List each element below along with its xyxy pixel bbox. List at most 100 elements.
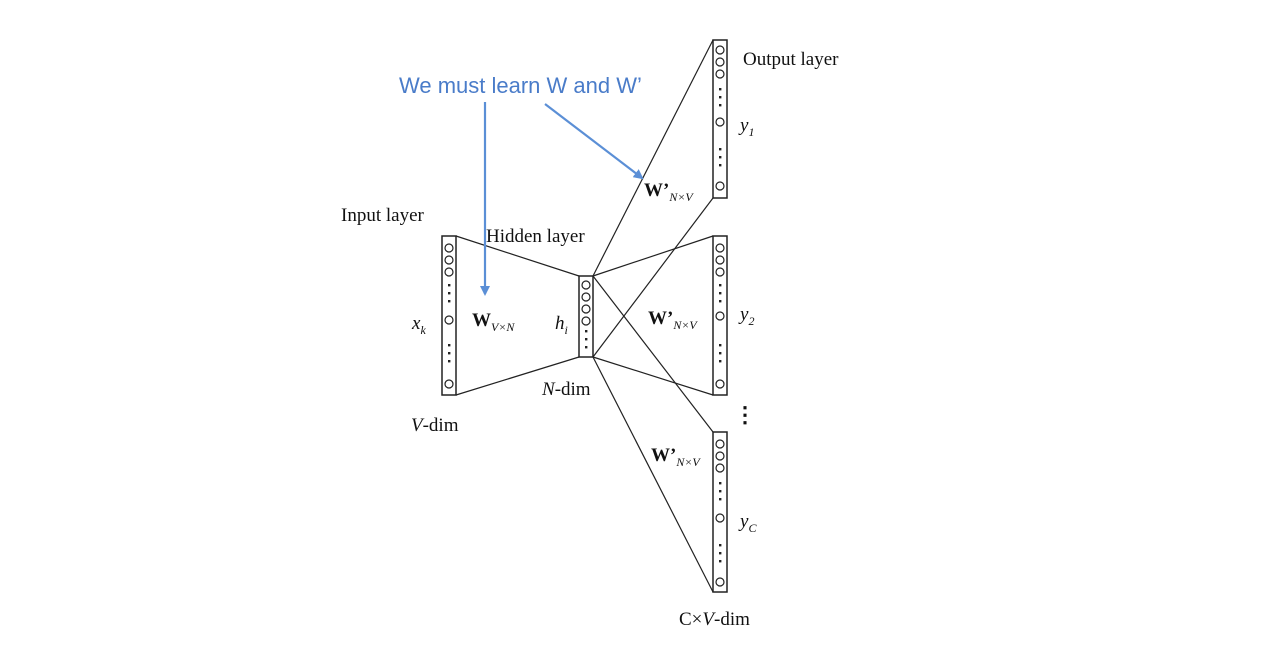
hidden-output1-edge-bottom [592,197,714,358]
dot [719,344,722,347]
x-k-label: xk [411,313,426,337]
dot [719,284,722,287]
dot [719,292,722,295]
wp-sub: N×V [668,190,694,204]
x-k-main: x [411,313,421,334]
input-neuron [444,255,454,265]
output2-neuron [715,255,725,265]
dot [448,292,451,295]
wp-main: W’ [648,308,673,329]
ellipsis-dots [448,88,722,563]
yc-label: yC [738,511,757,535]
dot [719,552,722,555]
v-dim-suffix: -dim [423,415,459,436]
hidden-neuron [581,280,591,290]
outputc-neuron [715,463,725,473]
n-dim-var: N [541,379,556,400]
dot [719,490,722,493]
hidden-output2-edge-bottom [592,356,714,396]
arrow-to-w-prime [544,103,644,180]
dot [719,96,722,99]
output2-neuron [715,267,725,277]
y1-main: y [738,115,749,136]
yc-sub: C [748,521,757,535]
dot [585,330,588,333]
input-neuron [444,243,454,253]
h-i-main: h [555,313,565,334]
w-matrix-label: WV×N [472,310,515,334]
input-neuron [444,267,454,277]
hidden-output2-edge-top [592,235,714,277]
neurons [444,45,725,587]
output1-neuron [715,57,725,67]
cv-dim-var: V [702,609,716,630]
h-i-sub: i [565,323,568,337]
dot [719,360,722,363]
output2-neuron [715,243,725,253]
input-neuron [444,379,454,389]
outputc-neuron [715,577,725,587]
cv-dim-label: C×V-dim [679,609,750,630]
output1-neuron [715,69,725,79]
y2-main: y [738,304,749,325]
annotation-arrows [480,102,644,296]
output2-neuron [715,379,725,389]
hidden-neuron [581,304,591,314]
output1-neuron [715,181,725,191]
output2-neuron [715,311,725,321]
v-dim-label: V-dim [411,415,459,436]
w-prime-label-2: W’N×V [648,308,698,332]
x-k-sub: k [420,323,426,337]
hidden-layer-label: Hidden layer [486,226,585,247]
input-hidden-edge-bottom [455,356,580,396]
dot [448,300,451,303]
dot [719,88,722,91]
hidden-output1-edge-top [592,39,714,277]
y2-label: y2 [738,304,754,328]
output1-neuron [715,45,725,55]
dot [719,352,722,355]
wp-main: W’ [651,445,676,466]
h-i-label: hi [555,313,568,337]
outputc-neuron [715,513,725,523]
dot [585,346,588,349]
output-layer-label: Output layer [743,49,839,70]
y1-label: y1 [738,115,754,139]
dot [719,104,722,107]
y1-sub: 1 [748,125,754,139]
annotation-text: We must learn W and W’ [399,73,642,98]
cv-dim-prefix: C× [679,609,702,630]
w-prime-label-1: W’N×V [644,180,694,204]
dot [719,164,722,167]
connection-lines [455,39,714,593]
dot [719,482,722,485]
hidden-neuron [581,316,591,326]
output-layer-box-c [712,431,728,593]
hidden-outputc-edge-top [592,275,714,433]
w-sub: V×N [491,320,515,334]
dot [448,284,451,287]
dot [448,352,451,355]
n-dim-suffix: -dim [555,379,591,400]
y2-sub: 2 [748,314,754,328]
wp-sub: N×V [675,455,701,469]
input-layer-label: Input layer [341,205,425,226]
hidden-outputc-edge-bottom [592,356,714,593]
dot [719,300,722,303]
dot [719,560,722,563]
w-main: W [472,310,491,331]
input-hidden-edge-top [455,235,580,277]
dot [719,156,722,159]
wp-sub: N×V [672,318,698,332]
yc-main: y [738,511,749,532]
dot [719,544,722,547]
output-vertical-ellipsis: ⋮ [734,402,756,427]
dot [448,360,451,363]
hidden-neuron [581,292,591,302]
output1-neuron [715,117,725,127]
n-dim-label: N-dim [541,379,591,400]
wp-main: W’ [644,180,669,201]
v-dim-var: V [411,415,425,436]
dot [719,148,722,151]
